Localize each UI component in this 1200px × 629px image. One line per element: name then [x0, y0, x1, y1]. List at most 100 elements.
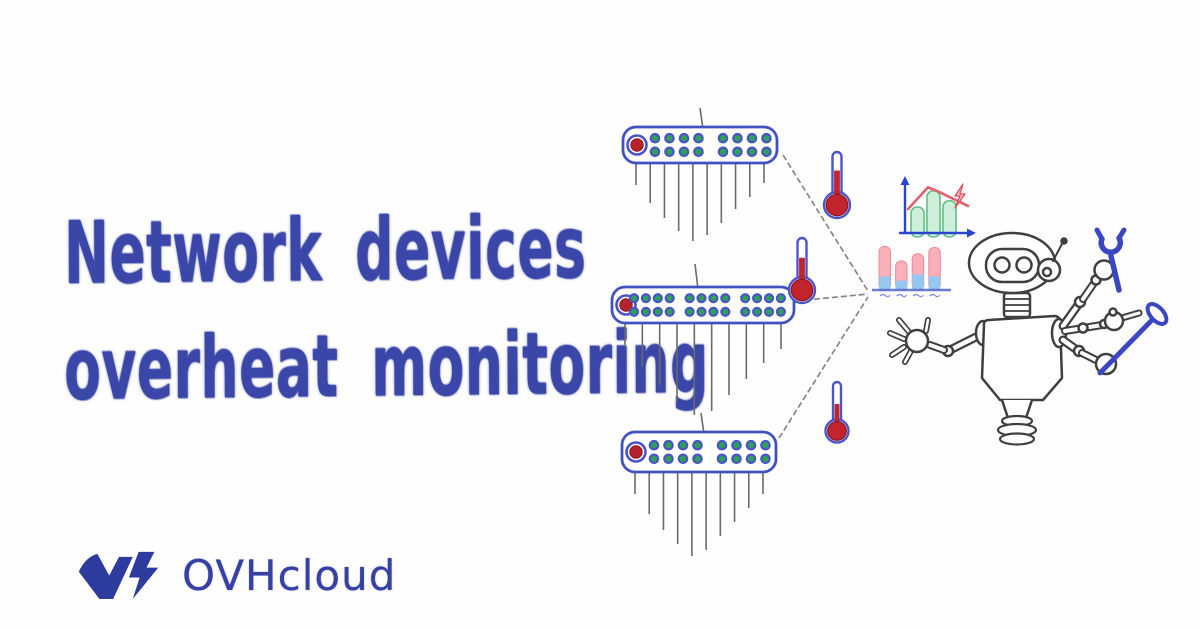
port: [664, 293, 675, 304]
robot-body: [980, 314, 1064, 402]
port: [663, 453, 674, 465]
port: [664, 146, 675, 158]
port: [696, 293, 707, 304]
brand-name: OVHcloud: [182, 550, 397, 600]
lightning-alert-icon: [954, 183, 966, 209]
x-tick-scribble: [912, 293, 924, 298]
port: [740, 306, 751, 317]
trend-line: [906, 185, 970, 211]
port: [761, 146, 772, 158]
screwdriver-icon: [1097, 302, 1169, 376]
robot-neck: [1002, 291, 1032, 319]
port: [740, 293, 751, 304]
uplink-cable: [700, 412, 705, 435]
port: [678, 146, 690, 158]
thermometer-bulb-fill: [827, 421, 847, 441]
port: [717, 132, 729, 144]
connection-line-switch-1: [782, 154, 869, 292]
network-switches: [610, 107, 796, 556]
y-axis-arrow: [900, 176, 910, 185]
port: [684, 293, 695, 304]
bar-cool-segment: [895, 280, 908, 290]
stacked-bar-chart: [872, 245, 951, 298]
port: [692, 439, 703, 451]
thermometers: [787, 150, 852, 444]
port: [731, 439, 742, 451]
port: [640, 306, 652, 317]
robot-ear-antenna: [1036, 237, 1068, 283]
robot-left-arm: [887, 317, 992, 365]
port: [760, 453, 771, 465]
trend-bar: [942, 199, 957, 238]
port: [664, 306, 675, 317]
wrench-icon: [1094, 227, 1127, 293]
port: [720, 306, 731, 317]
robot-illustration: [887, 227, 1169, 446]
port: [717, 146, 729, 158]
trend-bar: [910, 206, 925, 238]
port: [731, 453, 742, 465]
bar-cool-segment: [928, 276, 941, 290]
thermometer-bulb-fill: [790, 278, 814, 302]
port: [708, 306, 719, 317]
robot-right-arms: [1050, 227, 1169, 376]
port: [677, 453, 689, 465]
connection-line-switch-3: [778, 296, 869, 439]
thermometer-2: [787, 236, 817, 305]
status-led: [629, 445, 643, 459]
port: [628, 306, 640, 317]
port: [716, 453, 728, 465]
port: [684, 306, 695, 317]
thermometer-mercury: [834, 170, 840, 205]
port: [652, 306, 663, 317]
port: [628, 293, 640, 304]
port: [696, 306, 707, 317]
x-tick-scribble: [896, 293, 908, 298]
thermometer-mercury: [799, 257, 805, 290]
port: [716, 439, 728, 451]
robot-pointing-hand: [1103, 307, 1143, 332]
port: [745, 453, 757, 465]
robot-base-rings: [996, 414, 1038, 446]
port: [649, 132, 661, 144]
bar-cool-segment: [912, 274, 924, 290]
switch-3: [620, 412, 778, 556]
port: [663, 439, 674, 451]
port: [640, 293, 652, 304]
trend-bar: [926, 190, 941, 238]
x-axis-arrow: [967, 228, 976, 238]
port: [720, 293, 731, 304]
status-led-ring: [615, 294, 637, 316]
port: [746, 132, 758, 144]
brand: OVHcloud: [74, 548, 396, 602]
port: [775, 293, 787, 304]
uplink-cable: [699, 107, 704, 130]
port: [746, 146, 758, 158]
port: [763, 293, 775, 304]
port: [677, 439, 689, 451]
trend-chart: [899, 176, 976, 238]
status-led-ring: [626, 134, 648, 156]
x-tick-scribble: [929, 293, 941, 298]
port: [693, 146, 704, 158]
port: [649, 146, 661, 158]
thermometer-mercury: [834, 404, 840, 431]
port: [664, 132, 675, 144]
status-led: [619, 298, 633, 312]
port: [708, 293, 719, 304]
port: [693, 132, 704, 144]
port: [732, 132, 743, 144]
x-tick-scribble: [879, 293, 891, 298]
port: [648, 453, 660, 465]
thermometer-1: [822, 150, 852, 220]
port: [761, 132, 772, 144]
port: [692, 453, 703, 465]
switch-2: [610, 263, 796, 415]
port: [652, 293, 663, 304]
robot-eye-left: [993, 256, 1011, 274]
port: [760, 439, 771, 451]
thermometer-3: [824, 380, 850, 444]
uplink-cable: [694, 263, 699, 290]
bar-cool-segment: [879, 276, 891, 290]
